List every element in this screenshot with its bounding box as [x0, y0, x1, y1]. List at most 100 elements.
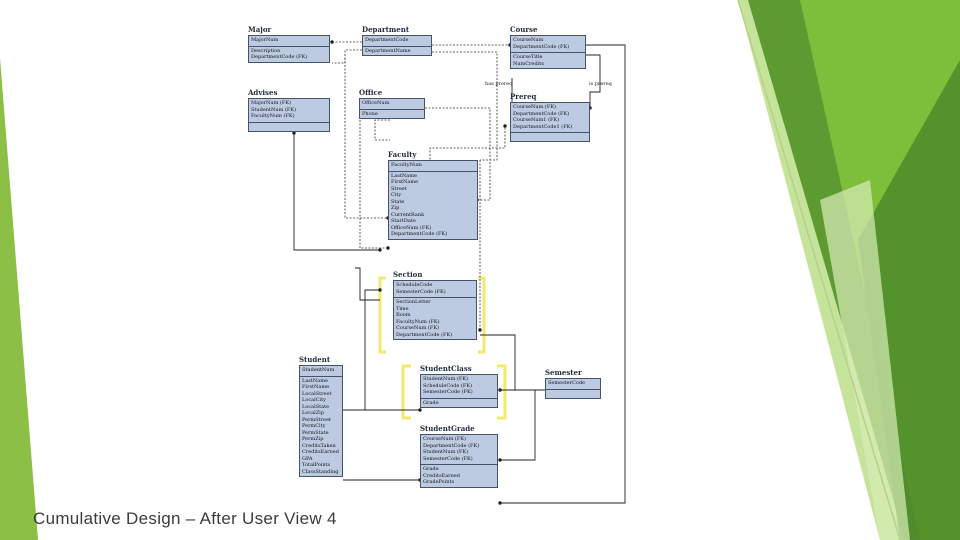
attribute: Zip: [391, 205, 400, 211]
section-highlight: [378, 276, 486, 354]
primary-key-attribute: CourseNum: [513, 37, 544, 43]
primary-key-attribute: CourseNum1 (FK): [513, 117, 560, 123]
slide-caption: Cumulative Design – After User View 4: [33, 509, 337, 528]
attribute-section: [546, 390, 600, 398]
primary-key-section: CourseNum (FK)DepartmentCode (FK)Student…: [421, 435, 497, 465]
entity-title: StudentGrade: [420, 424, 475, 433]
attribute-section: [249, 123, 329, 131]
attribute: DepartmentCode (FK): [391, 231, 448, 237]
attribute: Street: [391, 185, 407, 192]
attribute: CurrentRank: [391, 211, 425, 218]
attribute-section: DepartmentName: [363, 47, 431, 56]
attribute: LastName: [302, 377, 328, 384]
primary-key-attribute: DepartmentCode (FK): [513, 110, 570, 117]
attribute: LastName: [391, 172, 417, 179]
attribute: LocalZip: [302, 410, 324, 416]
attribute: CreditsEarned: [302, 449, 339, 455]
entity-title: Section: [393, 270, 423, 279]
attribute: DepartmentCode (FK): [396, 331, 453, 338]
primary-key-attribute: MajorNum: [251, 37, 279, 43]
attribute: PermZip: [302, 436, 324, 442]
entity-title: Prereq: [510, 92, 537, 101]
attribute: DepartmentName: [365, 47, 411, 54]
attribute: Phone: [362, 110, 378, 117]
primary-key-attribute: SemesterCode (FK): [423, 455, 473, 462]
primary-key-attribute: MajorNum (FK): [251, 100, 292, 106]
dashed-relationships: [332, 41, 510, 330]
primary-key-attribute: SemesterCode: [548, 380, 586, 386]
primary-key-attribute: FacultyNum (FK): [251, 113, 295, 119]
primary-key-attribute: StudentNum (FK): [251, 106, 297, 113]
entity-box: CourseNum (FK)DepartmentCode (FK)Student…: [420, 434, 498, 488]
primary-key-section: SemesterCode: [546, 379, 600, 390]
attribute: Room: [396, 312, 411, 318]
primary-key-attribute: StudentNum (FK): [423, 449, 469, 455]
entity-title: Department: [362, 25, 410, 34]
attribute: LocalState: [302, 403, 330, 410]
primary-key-attribute: CourseNum (FK): [423, 436, 467, 442]
attribute: TotalPoints: [302, 462, 331, 468]
attribute: StartDate: [391, 218, 416, 224]
attribute: LocalStreet: [302, 390, 332, 397]
attribute: PermCity: [302, 423, 326, 429]
attribute: ClassStanding: [302, 468, 339, 475]
attribute-section: [511, 133, 589, 141]
primary-key-attribute: ScheduleCode: [396, 282, 433, 288]
primary-key-section: OfficeNum: [360, 99, 424, 110]
entity-title: Major: [248, 25, 272, 34]
studentclass-highlight: [401, 364, 507, 420]
attribute: State: [391, 198, 405, 205]
frame-triangle-olive: [0, 58, 38, 540]
attribute-section: Phone: [360, 110, 424, 119]
attribute: LocalCity: [302, 397, 326, 403]
attribute: GPA: [302, 455, 313, 462]
primary-key-attribute: DepartmentCode: [365, 37, 409, 43]
attribute: Grade: [423, 399, 439, 406]
attribute: FirstName: [302, 384, 330, 390]
primary-key-attribute: CourseNum (FK): [513, 104, 557, 110]
attribute: NumCredits: [513, 60, 544, 67]
entity-box: CourseNum (FK)DepartmentCode (FK)CourseN…: [510, 102, 590, 142]
entity-title: Student: [299, 355, 331, 364]
has-prereq-label: has prereq: [485, 81, 513, 87]
attribute: Time: [396, 305, 409, 312]
attribute: FacultyNum (FK): [396, 318, 440, 325]
attribute: PermStreet: [302, 416, 331, 423]
primary-key-section: FacultyNum: [389, 161, 477, 172]
solid-relationships: [293, 44, 626, 504]
is-prereq-label: is prereq: [589, 81, 612, 87]
primary-key-attribute: DepartmentCode1 (FK): [513, 123, 573, 130]
attribute: GradePoints: [423, 479, 455, 485]
entity-title: StudentClass: [420, 364, 472, 373]
entity-box: SemesterCode: [545, 378, 601, 399]
attribute: CourseTitle: [513, 54, 543, 60]
primary-key-attribute: ScheduleCode (FK): [423, 382, 473, 389]
entity-title: Course: [510, 25, 538, 34]
primary-key-attribute: SemesterCode (FK): [396, 288, 446, 295]
primary-key-section: DepartmentCode: [363, 36, 431, 47]
entity-title: Office: [359, 88, 383, 97]
attribute: CreditsTaken: [302, 442, 336, 449]
attribute: PermState: [302, 429, 329, 436]
attribute: CreditsEarned: [423, 472, 460, 479]
primary-key-attribute: DepartmentCode (FK): [513, 43, 570, 50]
entity-title: Advises: [248, 88, 278, 97]
entity-title: Semester: [545, 368, 582, 377]
frame-divider-line: [737, 0, 901, 540]
primary-key-section: CourseNum (FK)DepartmentCode (FK)CourseN…: [511, 103, 589, 133]
primary-key-attribute: StudentNum: [302, 367, 335, 373]
primary-key-attribute: StudentNum (FK): [423, 376, 469, 382]
